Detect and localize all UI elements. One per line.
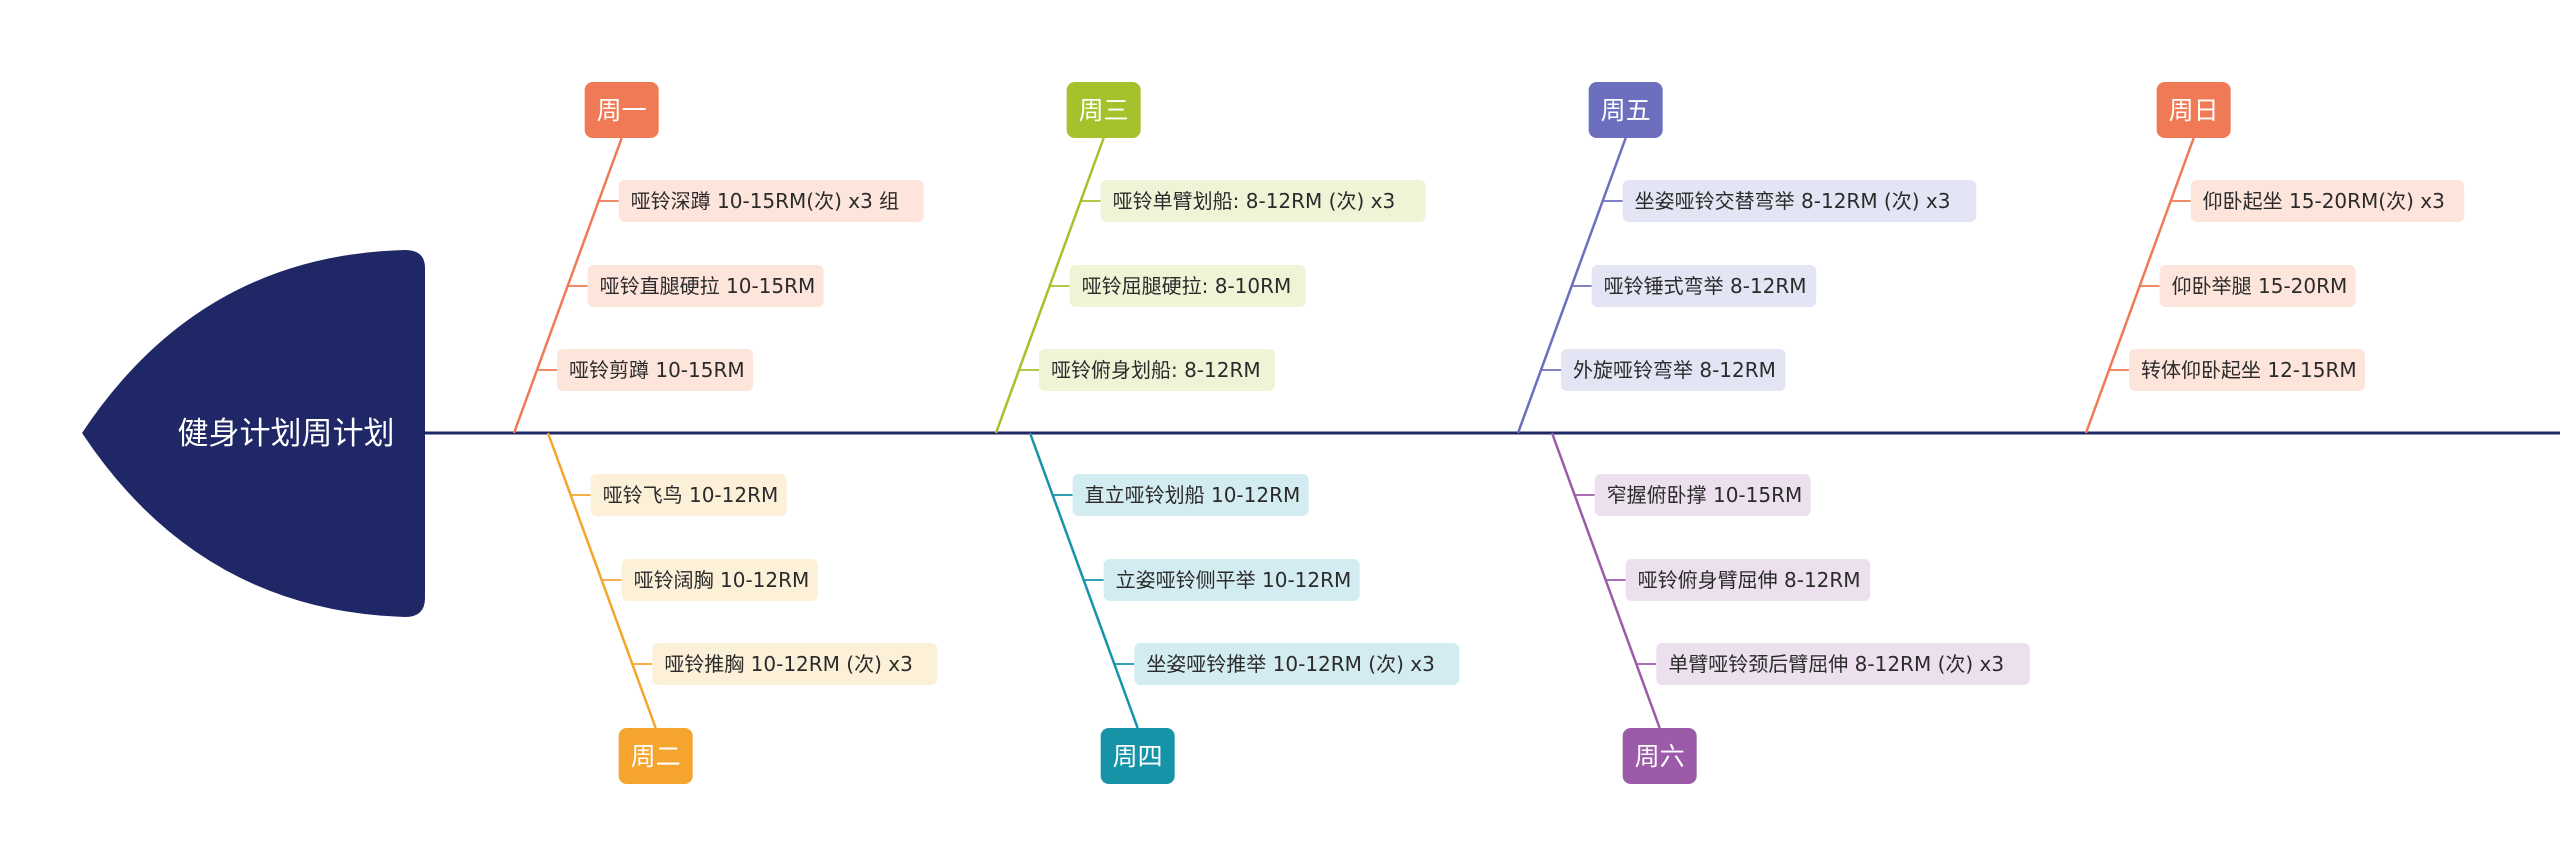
sub-topic-box xyxy=(1069,265,1306,307)
sub-topic[interactable]: 哑铃剪蹲 10-15RM xyxy=(536,349,753,391)
sub-topic-label: 哑铃俯身臂屈伸 8-12RM xyxy=(1638,568,1861,592)
sub-topic[interactable]: 坐姿哑铃交替弯举 8-12RM (次) x3 xyxy=(1602,180,1977,222)
sub-topic-label: 直立哑铃划船 10-12RM xyxy=(1085,483,1301,507)
sub-topic-box xyxy=(2159,265,2356,307)
sub-topic-box xyxy=(1622,180,1977,222)
sub-topic[interactable]: 哑铃锤式弯举 8-12RM xyxy=(1571,265,1817,307)
sub-topic-label: 哑铃深蹲 10-15RM(次) x3 组 xyxy=(631,189,900,213)
sub-topic-label: 哑铃单臂划船: 8-12RM (次) x3 xyxy=(1113,189,1396,213)
sub-topic-label: 哑铃直腿硬拉 10-15RM xyxy=(600,274,816,298)
sub-topic-label: 仰卧举腿 15-20RM xyxy=(2172,274,2348,298)
sub-topic[interactable]: 窄握俯卧撑 10-15RM xyxy=(1574,474,1811,516)
day-box xyxy=(584,82,659,138)
central-topic: 健身计划周计划 xyxy=(178,416,395,452)
day-label: 周四 xyxy=(1113,742,1163,771)
day-node[interactable]: 周二 xyxy=(618,728,693,784)
sub-topic-label: 窄握俯卧撑 10-15RM xyxy=(1607,483,1803,507)
sub-topic-label: 哑铃飞鸟 10-12RM xyxy=(603,483,779,507)
sub-topic-box xyxy=(2190,180,2465,222)
sub-topic-box xyxy=(621,559,818,601)
sub-topic[interactable]: 哑铃直腿硬拉 10-15RM xyxy=(567,265,824,307)
day-box xyxy=(1622,728,1697,784)
sub-topic-label: 坐姿哑铃推举 10-12RM (次) x3 xyxy=(1146,652,1435,676)
sub-topic[interactable]: 转体仰卧起坐 12-15RM xyxy=(2108,349,2365,391)
fish-head[interactable]: 健身计划周计划 xyxy=(82,250,425,617)
day-label: 周三 xyxy=(1079,96,1129,125)
sub-topic[interactable]: 哑铃屈腿硬拉: 8-10RM xyxy=(1049,265,1306,307)
sub-topic-box xyxy=(1100,180,1426,222)
branch-6: 周六 窄握俯卧撑 10-15RM 哑铃俯身臂屈伸 8-12RM 单臂哑铃颈后臂屈伸 8… xyxy=(1550,432,2030,784)
branch-2: 周二 哑铃飞鸟 10-12RM 哑铃阔胸 10-12RM 哑铃推胸 10-12RM (… xyxy=(546,432,938,784)
day-label: 周日 xyxy=(2169,96,2219,125)
day-node[interactable]: 周一 xyxy=(584,82,659,138)
sub-topic[interactable]: 仰卧起坐 15-20RM(次) x3 xyxy=(2170,180,2465,222)
sub-topic[interactable]: 坐姿哑铃推举 10-12RM (次) x3 xyxy=(1114,643,1460,685)
sub-topic[interactable]: 哑铃俯身臂屈伸 8-12RM xyxy=(1605,559,1871,601)
day-label: 周五 xyxy=(1601,96,1651,125)
branch-4: 周四 直立哑铃划船 10-12RM 立姿哑铃侧平举 10-12RM 坐姿哑铃推举 10… xyxy=(1028,432,1460,784)
sub-topic[interactable]: 哑铃俯身划船: 8-12RM xyxy=(1018,349,1275,391)
sub-topic-box xyxy=(1038,349,1275,391)
sub-topic-box xyxy=(1103,559,1360,601)
sub-topic[interactable]: 直立哑铃划船 10-12RM xyxy=(1052,474,1309,516)
sub-topic-label: 坐姿哑铃交替弯举 8-12RM (次) x3 xyxy=(1635,189,1951,213)
sub-topic[interactable]: 哑铃单臂划船: 8-12RM (次) x3 xyxy=(1080,180,1426,222)
sub-topic-label: 外旋哑铃弯举 8-12RM xyxy=(1573,358,1776,382)
day-box xyxy=(1588,82,1663,138)
sub-topic-label: 转体仰卧起坐 12-15RM xyxy=(2141,358,2357,382)
sub-topic-label: 哑铃屈腿硬拉: 8-10RM xyxy=(1082,274,1292,298)
sub-topic-label: 立姿哑铃侧平举 10-12RM xyxy=(1116,568,1352,592)
sub-topic[interactable]: 哑铃飞鸟 10-12RM xyxy=(570,474,787,516)
sub-topic[interactable]: 外旋哑铃弯举 8-12RM xyxy=(1540,349,1786,391)
sub-topic-label: 哑铃阔胸 10-12RM xyxy=(634,568,810,592)
day-box xyxy=(1066,82,1141,138)
sub-topic-label: 单臂哑铃颈后臂屈伸 8-12RM (次) x3 xyxy=(1668,652,2004,676)
sub-topic-box xyxy=(652,643,938,685)
sub-topic[interactable]: 仰卧举腿 15-20RM xyxy=(2139,265,2356,307)
day-node[interactable]: 周五 xyxy=(1588,82,1663,138)
sub-topic-label: 哑铃推胸 10-12RM (次) x3 xyxy=(664,652,913,676)
sub-topic-box xyxy=(1594,474,1811,516)
sub-topic-box xyxy=(1560,349,1786,391)
sub-topic-box xyxy=(1656,643,2030,685)
sub-topic[interactable]: 立姿哑铃侧平举 10-12RM xyxy=(1083,559,1360,601)
sub-topic-box xyxy=(590,474,787,516)
sub-topic[interactable]: 单臂哑铃颈后臂屈伸 8-12RM (次) x3 xyxy=(1636,643,2030,685)
day-node[interactable]: 周四 xyxy=(1100,728,1175,784)
sub-topic-box xyxy=(1625,559,1871,601)
day-box xyxy=(618,728,693,784)
sub-topic-box xyxy=(1072,474,1309,516)
day-node[interactable]: 周日 xyxy=(2156,82,2231,138)
sub-topic-label: 仰卧起坐 15-20RM(次) x3 xyxy=(2203,189,2445,213)
sub-topic[interactable]: 哑铃推胸 10-12RM (次) x3 xyxy=(632,643,938,685)
day-node[interactable]: 周三 xyxy=(1066,82,1141,138)
fish-head-shape xyxy=(82,250,425,617)
sub-topic[interactable]: 哑铃阔胸 10-12RM xyxy=(601,559,818,601)
sub-topic-label: 哑铃锤式弯举 8-12RM xyxy=(1604,274,1807,298)
sub-topic[interactable]: 哑铃深蹲 10-15RM(次) x3 组 xyxy=(598,180,924,222)
sub-topic-label: 哑铃剪蹲 10-15RM xyxy=(569,358,745,382)
sub-topic-box xyxy=(556,349,753,391)
day-label: 周六 xyxy=(1635,742,1685,771)
sub-topic-box xyxy=(587,265,824,307)
day-box xyxy=(1100,728,1175,784)
sub-topic-label: 哑铃俯身划船: 8-12RM xyxy=(1051,358,1261,382)
day-label: 周一 xyxy=(597,96,647,125)
sub-topic-box xyxy=(618,180,924,222)
day-node[interactable]: 周六 xyxy=(1622,728,1697,784)
day-label: 周二 xyxy=(631,742,681,771)
sub-topic-box xyxy=(1134,643,1460,685)
sub-topic-box xyxy=(1591,265,1817,307)
sub-topic-box xyxy=(2128,349,2365,391)
day-box xyxy=(2156,82,2231,138)
